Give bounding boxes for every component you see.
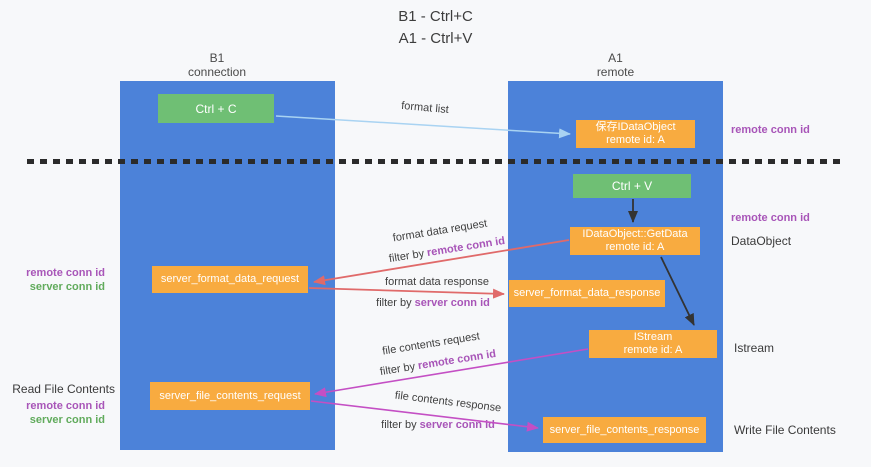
server-file-contents-response-box: server_file_contents_response bbox=[543, 417, 706, 443]
getdata-line1: IDataObject::GetData bbox=[582, 228, 688, 240]
lane-right-role: remote bbox=[596, 65, 635, 79]
remote-conn-id-text: remote conn id bbox=[417, 347, 497, 373]
server-format-data-response-label: server_format_data_response bbox=[513, 287, 661, 299]
lane-left-role: connection bbox=[187, 65, 247, 79]
filter-by-server-conn-id-label-1: filter by server conn id bbox=[376, 297, 490, 309]
save-dataobject-line2: remote id: A bbox=[606, 134, 665, 146]
ctrl-c-label: Ctrl + C bbox=[195, 101, 237, 116]
server-file-contents-request-box: server_file_contents_request bbox=[150, 382, 310, 410]
dataobject-label: DataObject bbox=[731, 234, 792, 248]
filter-by-text: filter by bbox=[376, 297, 415, 309]
lane-header-right: A1 remote bbox=[508, 51, 723, 79]
getdata-box: IDataObject::GetData remote id: A bbox=[570, 227, 700, 255]
server-format-data-response-box: server_format_data_response bbox=[509, 280, 665, 307]
istream-box: IStream remote id: A bbox=[589, 330, 717, 358]
istream-line2: remote id: A bbox=[623, 344, 683, 356]
right-remote-conn-id-top: remote conn id bbox=[731, 124, 810, 136]
save-dataobject-box: 保存IDataObject remote id: A bbox=[576, 120, 695, 148]
server-file-contents-response-label: server_file_contents_response bbox=[549, 423, 700, 436]
server-format-data-request-box: server_format_data_request bbox=[152, 266, 308, 293]
server-conn-id-text: server conn id bbox=[414, 297, 490, 309]
istream-line1: IStream bbox=[633, 331, 673, 343]
lane-left-name: B1 bbox=[209, 51, 225, 65]
format-data-response-label: format data response bbox=[385, 276, 489, 288]
write-file-contents-label: Write File Contents bbox=[734, 423, 836, 437]
save-dataobject-line1: 保存IDataObject bbox=[595, 121, 676, 133]
format-list-label: format list bbox=[400, 99, 450, 117]
file-contents-response-label: file contents response bbox=[394, 389, 502, 415]
istream-side-label: Istream bbox=[734, 341, 775, 355]
lane-header-left: B1 connection bbox=[117, 51, 317, 79]
left-server-conn-id-1: server conn id bbox=[29, 281, 105, 293]
server-conn-id-text: server conn id bbox=[419, 419, 495, 431]
read-file-contents-label: Read File Contents bbox=[12, 382, 115, 396]
ctrl-c-box: Ctrl + C bbox=[158, 94, 274, 123]
filter-by-text: filter by bbox=[388, 247, 429, 266]
server-file-contents-request-label: server_file_contents_request bbox=[159, 389, 301, 402]
left-server-conn-id-2: server conn id bbox=[29, 414, 105, 426]
left-remote-conn-id-2: remote conn id bbox=[26, 400, 105, 412]
title-line-1: B1 - Ctrl+C bbox=[398, 8, 473, 25]
lane-right-name: A1 bbox=[608, 51, 623, 65]
ctrl-v-box: Ctrl + V bbox=[573, 174, 691, 198]
left-remote-conn-id-1: remote conn id bbox=[26, 267, 105, 279]
right-remote-conn-id-mid: remote conn id bbox=[731, 212, 810, 224]
diagram-title: B1 - Ctrl+C A1 - Ctrl+V bbox=[0, 6, 871, 50]
filter-by-server-conn-id-label-2: filter by server conn id bbox=[381, 419, 495, 431]
ctrl-v-label: Ctrl + V bbox=[611, 179, 653, 193]
filter-by-text: filter by bbox=[381, 419, 420, 431]
getdata-line2: remote id: A bbox=[605, 241, 665, 253]
remote-conn-id-text: remote conn id bbox=[426, 234, 506, 260]
title-line-2: A1 - Ctrl+V bbox=[398, 30, 473, 47]
format-data-response-arrow bbox=[308, 287, 505, 299]
server-format-data-request-label: server_format_data_request bbox=[160, 273, 300, 285]
session-divider-dashed-line bbox=[27, 159, 845, 164]
filter-by-text: filter by bbox=[379, 360, 420, 379]
